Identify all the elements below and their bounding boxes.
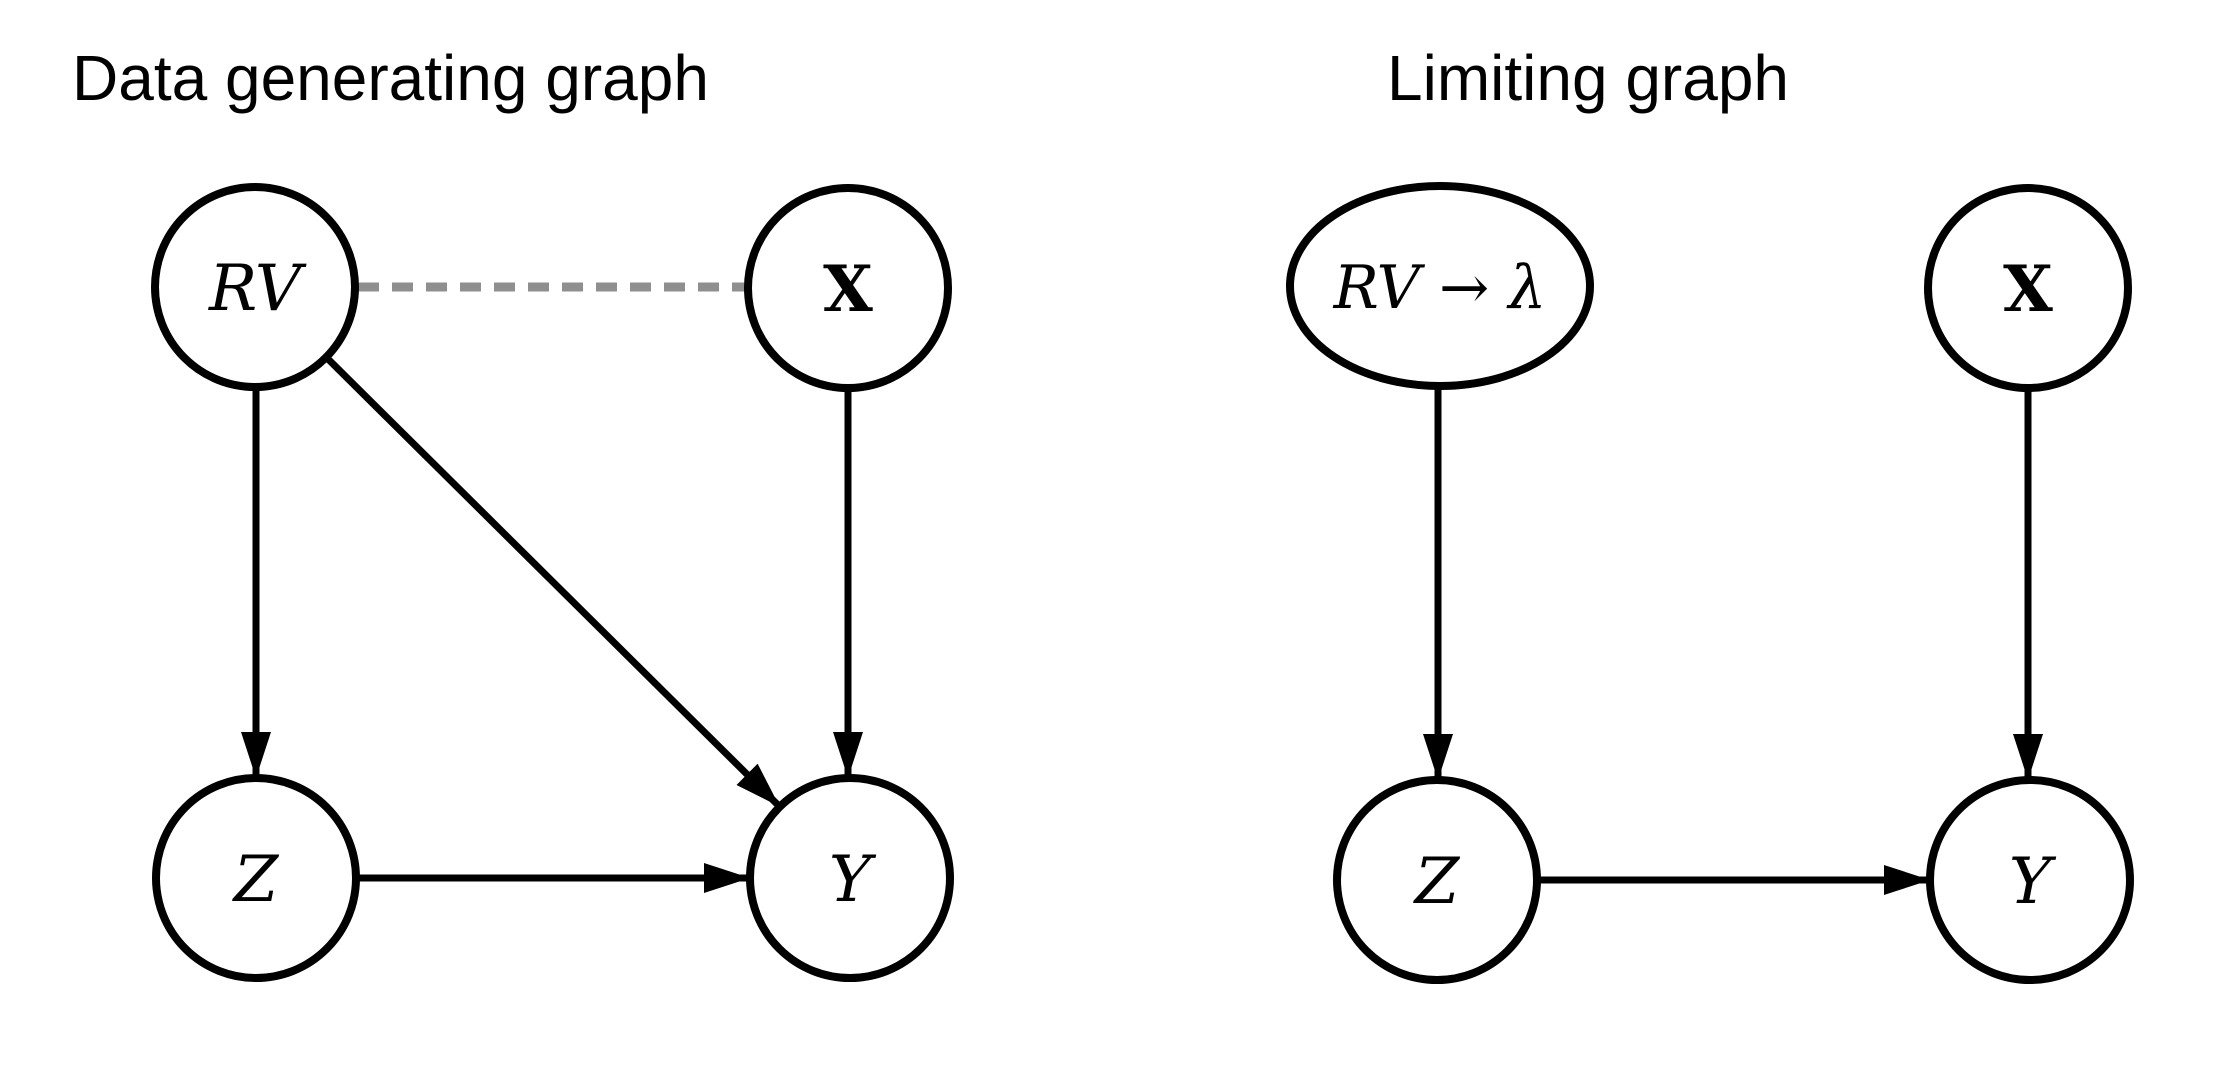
node-rv-lambda-shape [1286, 182, 1594, 390]
node-x-right: X [1924, 184, 2132, 392]
node-z-right: Z [1333, 776, 1541, 984]
node-z: Z [152, 774, 360, 982]
edge-rv-to-y [324, 355, 782, 809]
left-graph-title: Data generating graph [72, 42, 709, 114]
node-y-label: Y [829, 843, 877, 917]
node-rv-lambda: RV → λ [1286, 182, 1594, 390]
node-y-shape [746, 774, 954, 982]
right-graph-title: Limiting graph [1387, 42, 1789, 114]
node-y: Y [746, 774, 954, 982]
node-x-shape [744, 184, 952, 392]
node-z-right-shape [1333, 776, 1541, 984]
node-y-right-label: Y [2009, 845, 2057, 919]
node-rv-label: RV [208, 252, 307, 326]
left-graph: Data generating graph RV X Z [72, 42, 954, 982]
node-y-right: Y [1926, 776, 2134, 984]
node-x-right-label: X [2003, 252, 2053, 327]
node-x-right-shape [1924, 184, 2132, 392]
node-y-right-shape [1926, 776, 2134, 984]
node-rv-lambda-label: RV → λ [1333, 253, 1547, 323]
node-z-shape [152, 774, 360, 982]
node-z-label: Z [232, 843, 280, 917]
node-rv: RV [151, 183, 359, 391]
node-x-label: X [823, 252, 873, 327]
right-graph: Limiting graph RV → λ X Z Y [1286, 42, 2134, 984]
node-x: X [744, 184, 952, 392]
node-rv-shape [151, 183, 359, 391]
node-z-right-label: Z [1413, 845, 1461, 919]
